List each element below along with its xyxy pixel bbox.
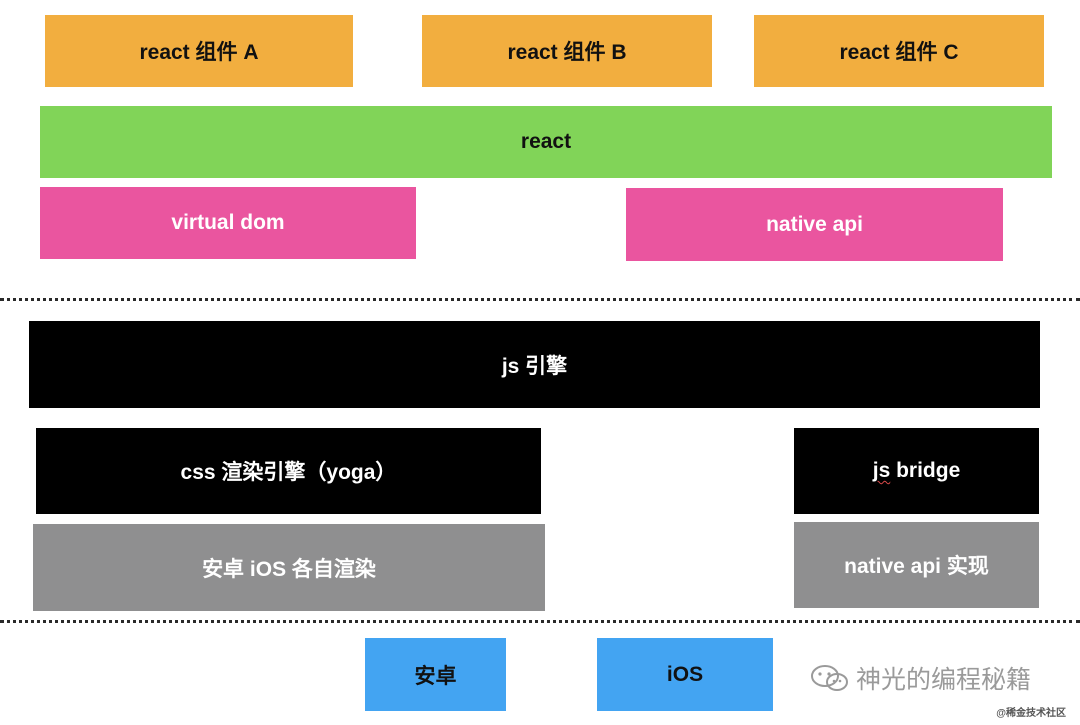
android-label: 安卓: [414, 664, 457, 688]
ios-box: iOS: [597, 638, 773, 711]
react-component-c-box: react 组件 C: [754, 15, 1044, 87]
react-component-a-label: react 组件 A: [139, 41, 259, 64]
react-component-b-label: react 组件 B: [507, 41, 627, 64]
virtual-dom-box: virtual dom: [40, 187, 416, 259]
android-box: 安卓: [365, 638, 506, 711]
native-api-impl-label: native api 实现: [844, 555, 989, 578]
ios-label: iOS: [666, 662, 704, 686]
credit-text: @稀金技术社区: [996, 708, 1066, 719]
layer-divider-top: [0, 298, 1080, 301]
react-component-a-box: react 组件 A: [45, 15, 353, 87]
watermark: 神光的编程秘籍: [810, 660, 1031, 696]
js-bridge-suffix: bridge: [890, 459, 961, 482]
native-render-label: 安卓 iOS 各自渲染: [202, 557, 376, 581]
react-box: react: [40, 106, 1052, 178]
native-api-impl-box: native api 实现: [794, 522, 1039, 608]
watermark-text: 神光的编程秘籍: [856, 666, 1032, 694]
react-component-c-label: react 组件 C: [839, 41, 959, 64]
native-api-box: native api: [626, 188, 1003, 261]
css-engine-label: css 渲染引擎（yoga）: [180, 461, 397, 484]
native-render-box: 安卓 iOS 各自渲染: [33, 524, 545, 611]
js-engine-box: js 引擎: [29, 321, 1040, 408]
js-engine-label: js 引擎: [501, 354, 568, 378]
react-label: react: [520, 130, 572, 153]
wechat-icon: [811, 665, 848, 691]
js-bridge-box: js bridge: [794, 428, 1039, 514]
native-api-label: native api: [766, 212, 863, 236]
virtual-dom-label: virtual dom: [171, 211, 285, 234]
react-component-b-box: react 组件 B: [422, 15, 712, 87]
layer-divider-bottom: [0, 620, 1080, 623]
css-engine-box: css 渲染引擎（yoga）: [36, 428, 541, 514]
js-bridge-prefix: js: [872, 459, 891, 482]
js-bridge-label: js bridge: [873, 459, 961, 483]
